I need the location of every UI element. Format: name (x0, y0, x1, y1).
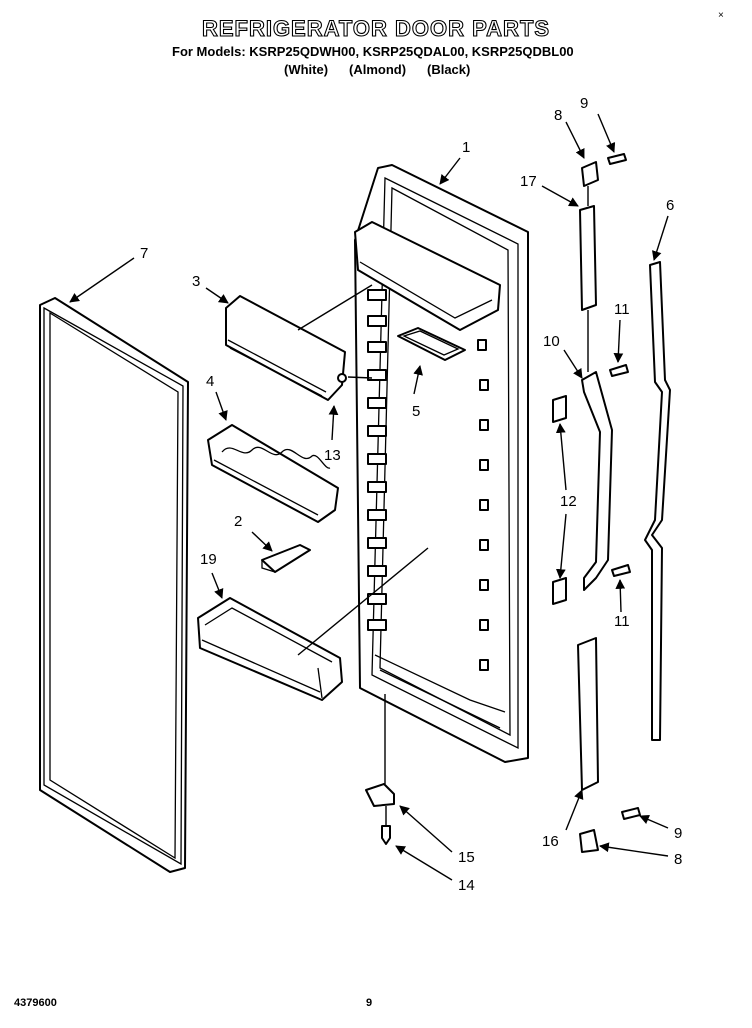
corner-mark: × (718, 10, 724, 21)
callout-12: 12 (560, 493, 577, 510)
page-number: 9 (366, 997, 373, 1009)
callout-9-lower: 9 (674, 825, 682, 842)
door-gasket (39, 297, 189, 873)
models-line: For Models: KSRP25QDWH00, KSRP25QDAL00, … (172, 44, 574, 59)
dairy-compartment (225, 295, 347, 401)
callout-5: 5 (412, 403, 420, 420)
liner-rib-right (477, 339, 489, 671)
handle-clip-lower (552, 577, 567, 605)
door-handle (581, 371, 613, 591)
callout-2: 2 (234, 513, 242, 530)
color-black: (Black) (427, 62, 471, 77)
liner-rib-column (367, 289, 387, 631)
callout-6: 6 (666, 197, 674, 214)
callout-19: 19 (200, 551, 217, 568)
callout-11-upper: 11 (614, 301, 630, 318)
callout-13: 13 (324, 447, 341, 464)
breaker-strip (644, 261, 671, 741)
callout-7: 7 (140, 245, 148, 262)
callout-15: 15 (458, 849, 475, 866)
diagram-title: REFRIGERATOR DOOR PARTS (201, 15, 551, 41)
callout-9-upper: 9 (580, 95, 588, 112)
lower-hinge-screw (621, 807, 641, 820)
callout-8-lower: 8 (674, 851, 682, 868)
callout-1: 1 (462, 139, 470, 156)
callout-11-lower: 11 (614, 613, 630, 630)
callout-4: 4 (206, 373, 214, 390)
door-bin (197, 597, 343, 701)
handle-clip-upper (552, 395, 567, 423)
bin-clip (261, 544, 311, 573)
upper-hinge (581, 161, 599, 187)
upper-trim-strip (579, 205, 597, 311)
handle-screw-lower (611, 564, 631, 577)
callout-14: 14 (458, 877, 475, 894)
handle-screw-upper (609, 364, 629, 377)
door-liner (354, 164, 529, 763)
lower-door-bracket (365, 783, 395, 807)
lower-trim-strip (577, 637, 599, 791)
dispenser-tray (397, 327, 466, 361)
callout-10: 10 (543, 333, 560, 350)
callout-3: 3 (192, 273, 200, 290)
callout-17: 17 (520, 173, 537, 190)
color-white: (White) (284, 62, 329, 77)
callout-8-upper: 8 (554, 107, 562, 124)
document-number: 4379600 (14, 997, 57, 1009)
egg-shelf (207, 424, 339, 523)
upper-hinge-screw (607, 153, 627, 165)
color-almond: (Almond) (349, 62, 407, 77)
callout-16: 16 (542, 833, 559, 850)
lower-hinge (579, 829, 599, 853)
bracket-screw (381, 825, 391, 845)
